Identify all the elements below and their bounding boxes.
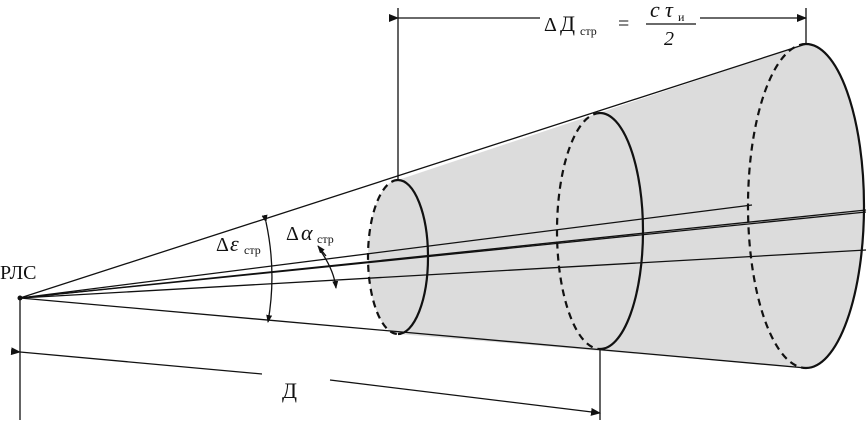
azimuth-angle-tick bbox=[317, 245, 327, 257]
svg-text:=: = bbox=[618, 13, 629, 35]
svg-text:τ: τ bbox=[665, 0, 674, 22]
radar-point bbox=[17, 295, 23, 301]
elevation-label: Δ ε стр bbox=[216, 231, 261, 257]
cone-lines bbox=[19, 43, 867, 369]
svg-text:ε: ε bbox=[230, 231, 239, 256]
range-resolution-formula: Δ Д стр = c τ и 2 bbox=[544, 0, 696, 50]
resolution-volume-fill bbox=[368, 44, 864, 368]
svg-text:стр: стр bbox=[580, 24, 597, 38]
elevation-angle-arc bbox=[261, 214, 273, 323]
svg-text:и: и bbox=[678, 10, 685, 24]
svg-text:Д: Д bbox=[560, 11, 575, 36]
near-section-ellipse bbox=[366, 178, 430, 336]
azimuth-label: Δ α стр bbox=[286, 220, 334, 246]
svg-text:Δ: Δ bbox=[216, 234, 229, 256]
middle-section-ellipse bbox=[555, 111, 645, 351]
range-dimension bbox=[10, 347, 601, 416]
radar-label: РЛС bbox=[0, 262, 37, 284]
svg-text:стр: стр bbox=[317, 232, 334, 246]
svg-text:Δ: Δ bbox=[286, 223, 299, 245]
svg-text:стр: стр bbox=[244, 243, 261, 257]
far-section-ellipse bbox=[746, 42, 866, 370]
azimuth-angle-arc bbox=[319, 249, 339, 289]
svg-text:c: c bbox=[650, 0, 660, 22]
svg-text:2: 2 bbox=[664, 28, 674, 50]
svg-text:Δ: Δ bbox=[544, 14, 557, 36]
range-label: Д bbox=[282, 378, 297, 403]
svg-text:α: α bbox=[301, 220, 313, 245]
